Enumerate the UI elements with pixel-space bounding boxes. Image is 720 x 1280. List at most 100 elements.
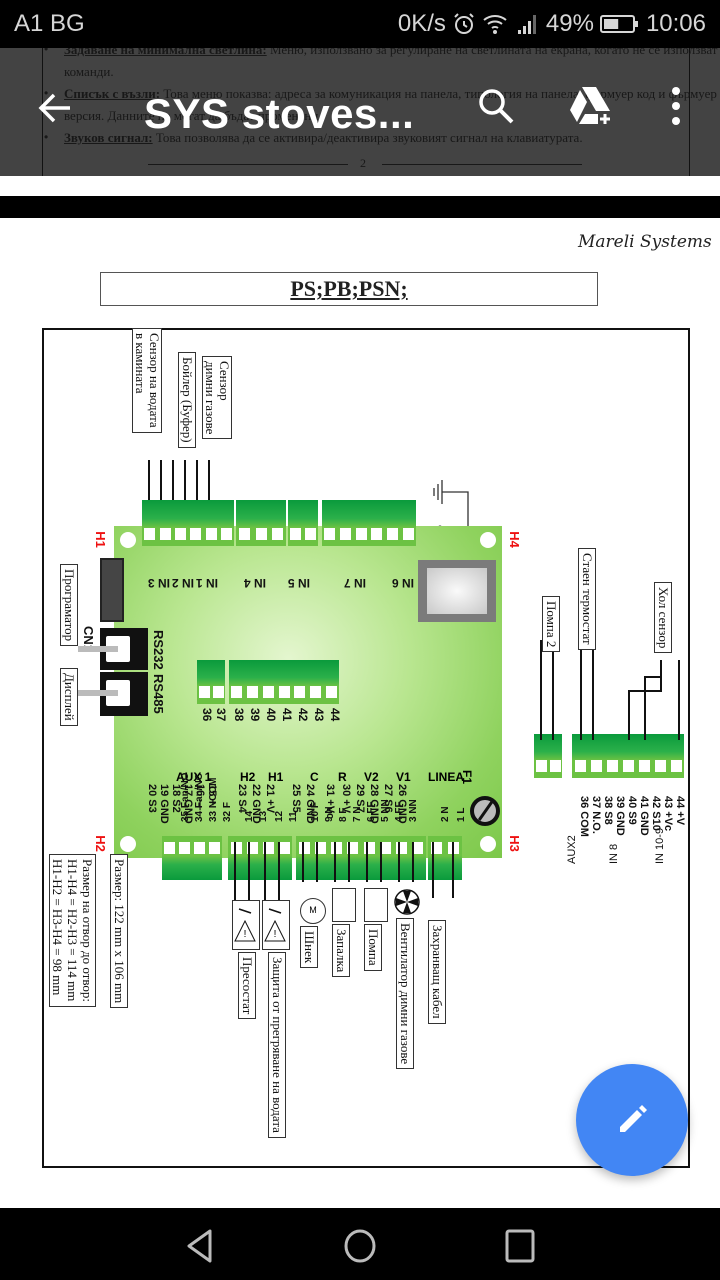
terminal-slot <box>654 760 666 772</box>
terminal-slot <box>379 842 391 854</box>
terminal-slot <box>278 686 290 698</box>
signal-icon <box>517 15 536 34</box>
rs232-label: RS232 <box>151 630 166 670</box>
terminal-block-26-31 <box>322 500 416 546</box>
previous-page-box <box>42 48 690 176</box>
overheat-switch-symbol: ! <box>262 900 290 950</box>
terminal-slot <box>412 842 424 854</box>
terminal-slot <box>622 760 634 772</box>
right-pinout-entry: 43 +Vc <box>662 796 674 832</box>
pressostat-symbol: ! <box>232 900 260 950</box>
line-text: Меню, използвано за регулиране на светли… <box>266 48 718 57</box>
terminal-slot <box>144 528 156 540</box>
nav-home-button[interactable] <box>340 1226 380 1266</box>
hall-wire <box>660 660 662 690</box>
right-pinout-entry: 37 N.O. <box>590 796 602 834</box>
device-wire <box>234 842 236 904</box>
system-nav-bar <box>0 1208 720 1280</box>
bottom-group-label: V1 <box>396 770 411 784</box>
terminal-block-1-2 <box>428 836 462 880</box>
right-pin-group: IN 10-9 <box>654 827 666 864</box>
bottom-terminal-label: 10 F <box>310 801 321 822</box>
network-speed: 0K/s <box>397 10 446 37</box>
label-water-overheat: Защита от прегряване на водата <box>268 952 286 1138</box>
bottom-terminal-label: 14 <box>244 810 255 822</box>
page-gap <box>0 176 720 196</box>
bottom-terminal-label: 1 L <box>456 807 467 822</box>
terminal-slot <box>247 686 259 698</box>
svg-text:!: ! <box>274 929 277 940</box>
bottom-terminal-label: 35 Fan/NO <box>180 772 191 822</box>
nav-back-button[interactable] <box>180 1226 220 1266</box>
wifi-icon <box>483 15 507 34</box>
nav-recents-button[interactable] <box>500 1226 540 1266</box>
model-title: PS;PB;PSN; <box>290 276 408 301</box>
edit-fab-button[interactable] <box>576 1064 688 1176</box>
sensor-wire <box>184 460 186 530</box>
terminal-block-36-37 <box>197 660 225 704</box>
bottom-group-label: R <box>338 770 347 784</box>
terminal-slot <box>670 760 682 772</box>
bullet: • <box>44 48 49 56</box>
middle-terminal-number: 42 <box>296 708 310 722</box>
terminal-slot <box>179 842 190 854</box>
pump-symbol <box>364 888 388 922</box>
device-wire <box>348 842 350 882</box>
page-rule-left <box>148 164 348 165</box>
device-wire <box>398 842 400 882</box>
corner-label-h3: H3 <box>506 835 522 852</box>
bottom-terminal-label: 13 <box>258 810 269 822</box>
middle-terminal-number: 40 <box>264 708 278 722</box>
search-button[interactable] <box>474 84 518 128</box>
rs485-label: RS485 <box>151 674 166 714</box>
previous-page-line: Задаване на минимална светлина: Меню, из… <box>64 48 717 58</box>
add-to-drive-button[interactable] <box>566 84 616 128</box>
nav-recents-icon <box>505 1229 535 1263</box>
nav-back-icon <box>187 1229 212 1263</box>
input-group-label: IN 4 <box>243 576 266 590</box>
input-group-label: IN 7 <box>343 576 366 590</box>
right-pinout-entry: 36 COM <box>578 796 590 837</box>
more-options-button[interactable] <box>664 84 688 128</box>
bottom-group-label: H1 <box>268 770 284 784</box>
bottom-terminal-label: 33 NCOM <box>208 777 219 822</box>
page-separator <box>0 196 720 218</box>
right-device-wire <box>592 600 594 740</box>
terminal-slot <box>230 842 242 854</box>
hall-wire <box>644 676 646 740</box>
middle-terminal-number: 39 <box>248 708 262 722</box>
device-wire <box>412 842 414 882</box>
mount-hole-h4 <box>480 532 496 548</box>
middle-terminal-number: 41 <box>280 708 294 722</box>
back-button[interactable] <box>36 88 76 128</box>
terminal-slot <box>290 528 301 540</box>
bottom-terminal-label: 9 N <box>324 806 335 822</box>
terminal-slot <box>325 686 337 698</box>
svg-text:!: ! <box>244 929 247 940</box>
nav-home-icon <box>344 1229 376 1263</box>
terminal-slot <box>238 528 250 540</box>
programmer-cable <box>78 646 118 652</box>
line-text: команди. <box>64 64 114 79</box>
document-page[interactable]: Mareli Systems PS;PB;PSN; Сензор на вода… <box>0 218 720 1208</box>
label-hall-sensor: Хол сензор <box>654 582 672 654</box>
terminal-slot <box>549 760 561 772</box>
label-hole-spacing: Размер на отвор до отвор: H1-H4 = H2-H3 … <box>49 854 96 1008</box>
terminal-slot <box>387 528 398 540</box>
terminal-slot <box>194 842 205 854</box>
bottom-terminal-label: 5 NN <box>380 799 391 822</box>
right-pinout-entry: 41 GND <box>638 796 650 836</box>
terminal-slot <box>231 686 243 698</box>
terminal-slot <box>298 842 310 854</box>
mount-hole-h1 <box>120 532 136 548</box>
terminal-slot <box>590 760 602 772</box>
google-drive-add-icon <box>570 87 612 126</box>
device-wire <box>302 842 304 882</box>
hall-wire <box>628 690 630 740</box>
device-wire <box>334 842 336 882</box>
bullet: • <box>44 130 49 144</box>
terminal-slot <box>209 842 220 854</box>
terminal-slot <box>396 842 408 854</box>
corner-label-h2: H2 <box>92 835 108 852</box>
